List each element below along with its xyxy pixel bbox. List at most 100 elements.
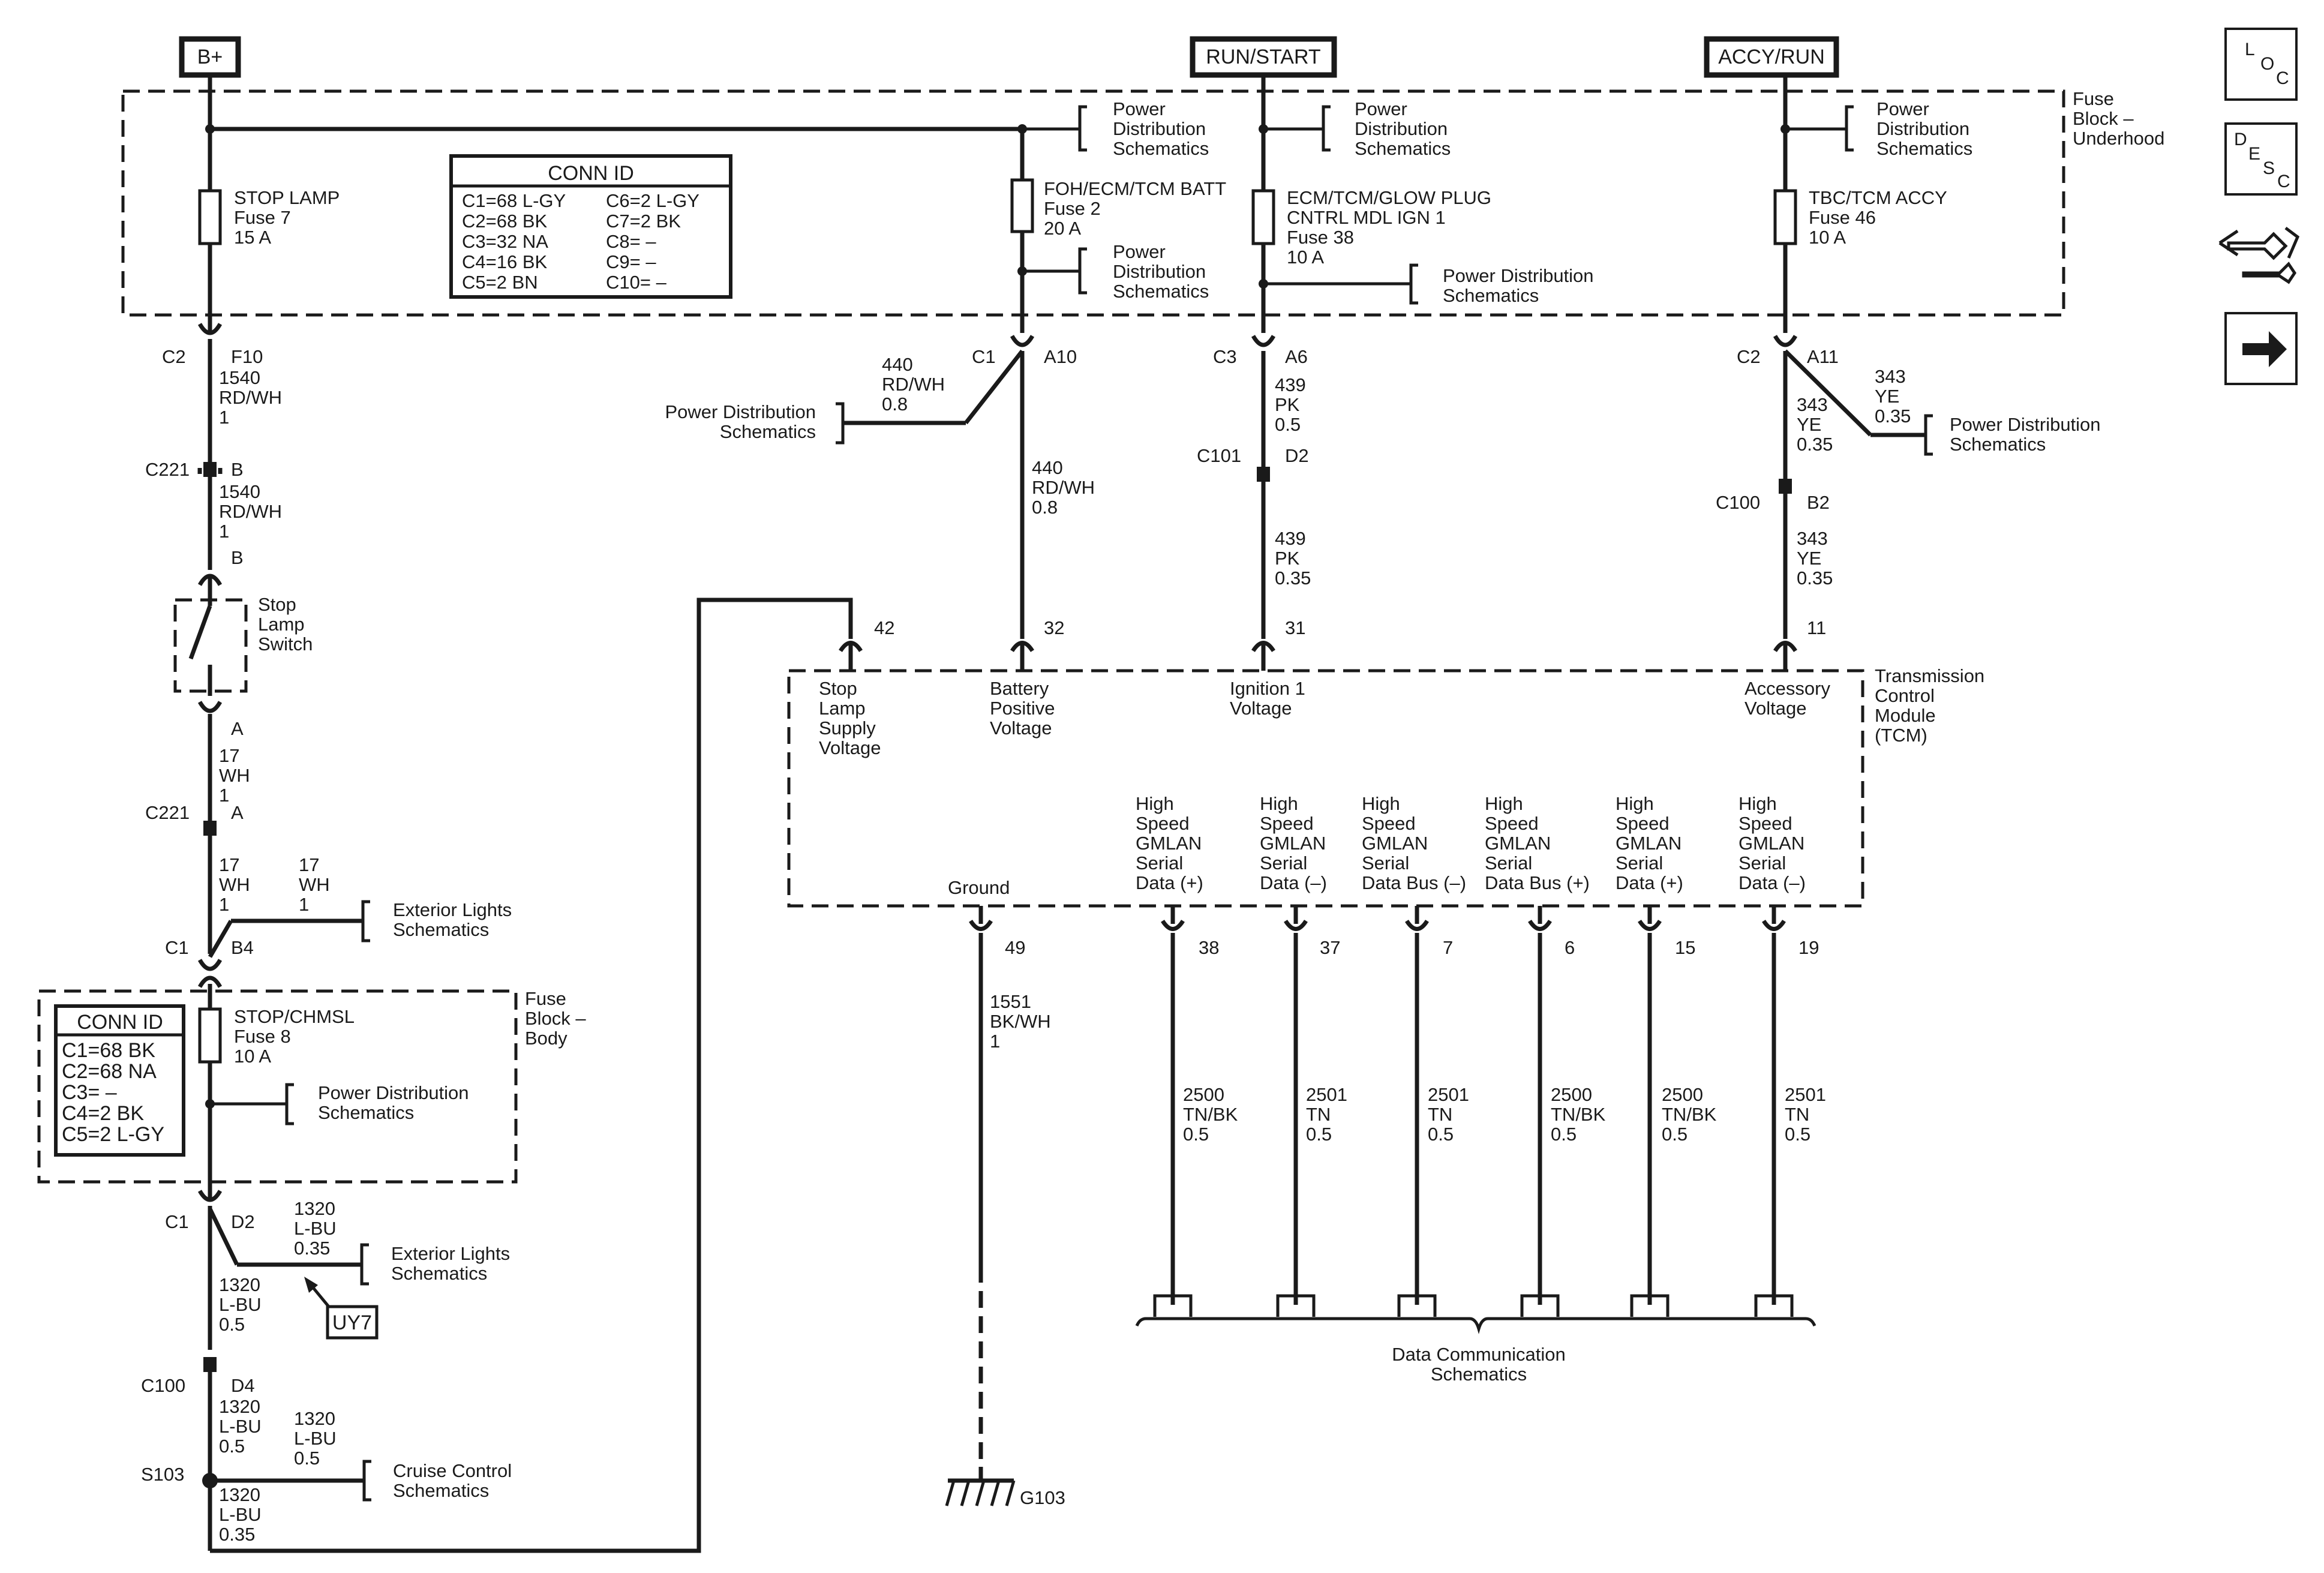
svg-text:0.35: 0.35 xyxy=(1875,406,1911,427)
svg-text:Block –: Block – xyxy=(525,1008,586,1029)
svg-text:0.5: 0.5 xyxy=(1275,414,1301,435)
svg-text:0.5: 0.5 xyxy=(1183,1124,1209,1145)
svg-text:0.5: 0.5 xyxy=(1551,1124,1577,1145)
label-accessory-voltage: Accessory Voltage xyxy=(1744,678,1830,719)
svg-text:TBC/TCM ACCY: TBC/TCM ACCY xyxy=(1809,187,1947,208)
svg-text:Speed: Speed xyxy=(1739,813,1792,834)
source-accy-run: ACCY/RUN xyxy=(1704,36,1839,78)
svg-text:C221: C221 xyxy=(145,459,190,480)
svg-text:ACCY/RUN: ACCY/RUN xyxy=(1718,46,1825,68)
connector-c101-d2 xyxy=(1257,467,1270,482)
svg-text:Exterior Lights: Exterior Lights xyxy=(391,1243,510,1264)
svg-text:GMLAN: GMLAN xyxy=(1362,833,1428,854)
conn-id-table-body: CONN ID C1=68 BK C2=68 NA C3= – C4=2 BK … xyxy=(54,1004,185,1157)
svg-text:B: B xyxy=(231,459,244,480)
svg-text:GMLAN: GMLAN xyxy=(1485,833,1551,854)
svg-text:15 A: 15 A xyxy=(234,227,271,248)
svg-text:D4: D4 xyxy=(231,1375,255,1396)
svg-text:10 A: 10 A xyxy=(234,1046,271,1067)
svg-text:0.5: 0.5 xyxy=(294,1448,320,1469)
svg-text:1320: 1320 xyxy=(219,1484,260,1505)
tcm-pin-11: 11 xyxy=(1773,617,1826,671)
svg-text:D: D xyxy=(2234,130,2247,149)
connector-c2-f10 xyxy=(197,323,223,335)
svg-text:0.5: 0.5 xyxy=(1428,1124,1454,1145)
next-arrow-icon[interactable] xyxy=(2224,312,2298,385)
tcm-pin-32: 32 xyxy=(1010,617,1064,671)
svg-text:7: 7 xyxy=(1443,937,1453,958)
svg-text:17: 17 xyxy=(219,745,239,766)
svg-text:439: 439 xyxy=(1275,528,1306,549)
svg-text:1: 1 xyxy=(990,1031,1000,1052)
svg-text:Battery: Battery xyxy=(990,678,1049,699)
svg-text:343: 343 xyxy=(1875,366,1906,387)
svg-text:2500: 2500 xyxy=(1183,1084,1224,1105)
svg-text:GMLAN: GMLAN xyxy=(1136,833,1202,854)
ground-symbol-g103: G103 xyxy=(945,1467,1065,1508)
svg-text:High: High xyxy=(1739,793,1777,814)
svg-text:Serial: Serial xyxy=(1260,852,1307,873)
svg-text:Switch: Switch xyxy=(258,634,313,655)
svg-text:L-BU: L-BU xyxy=(219,1416,262,1437)
connector-c1-b4 xyxy=(197,959,223,971)
svg-text:UY7: UY7 xyxy=(332,1311,372,1334)
svg-text:C8= –: C8= – xyxy=(606,231,656,252)
svg-text:Fuse 7: Fuse 7 xyxy=(234,207,291,228)
desc-icon[interactable]: D E S C xyxy=(2224,122,2298,196)
data-wire-7: 2501 TN 0.5 xyxy=(1415,933,1469,1305)
tcm-pin-37: 37 xyxy=(1284,906,1340,958)
svg-text:C100: C100 xyxy=(141,1375,185,1396)
svg-text:L-BU: L-BU xyxy=(219,1294,262,1315)
svg-text:2501: 2501 xyxy=(1306,1084,1347,1105)
tcm-pin-38: 38 xyxy=(1161,906,1219,958)
svg-text:Voltage: Voltage xyxy=(1744,698,1806,719)
svg-text:O: O xyxy=(2260,54,2274,74)
svg-text:2501: 2501 xyxy=(1428,1084,1469,1105)
label-data-3: High Speed GMLAN Serial Data Bus (–) xyxy=(1362,793,1466,893)
svg-text:TN/BK: TN/BK xyxy=(1662,1104,1717,1125)
svg-text:Schematics: Schematics xyxy=(1113,138,1209,159)
svg-text:440: 440 xyxy=(882,354,913,375)
fuse-block-underhood-title: Fuse Block – Underhood xyxy=(2073,88,2164,149)
svg-text:Data Bus (–): Data Bus (–) xyxy=(1362,872,1466,893)
svg-text:Distribution: Distribution xyxy=(1113,261,1206,282)
svg-text:Exterior Lights: Exterior Lights xyxy=(393,899,512,920)
data-wire-19: 2501 TN 0.5 xyxy=(1771,933,1826,1305)
svg-text:343: 343 xyxy=(1797,394,1828,415)
svg-text:17: 17 xyxy=(219,854,239,875)
svg-text:Speed: Speed xyxy=(1485,813,1539,834)
svg-text:YE: YE xyxy=(1797,548,1821,569)
svg-text:Voltage: Voltage xyxy=(990,718,1052,739)
tcm-pin-42: 42 xyxy=(839,617,894,671)
connector-tool-icon[interactable] xyxy=(2218,227,2300,284)
svg-text:Speed: Speed xyxy=(1260,813,1314,834)
svg-text:High: High xyxy=(1136,793,1174,814)
svg-text:49: 49 xyxy=(1005,937,1025,958)
svg-text:Data Communication: Data Communication xyxy=(1392,1344,1565,1365)
svg-text:Power: Power xyxy=(1113,98,1166,119)
svg-text:Distribution: Distribution xyxy=(1355,118,1448,139)
fuse-stop-chmsl-label: STOP/CHMSL Fuse 8 10 A xyxy=(234,1006,355,1067)
loc-icon[interactable]: L O C xyxy=(2224,28,2298,101)
svg-text:6: 6 xyxy=(1565,937,1575,958)
ref-power-distribution-5: Power Distribution Schematics xyxy=(1785,98,1972,159)
svg-text:ECM/TCM/GLOW PLUG: ECM/TCM/GLOW PLUG xyxy=(1287,187,1491,208)
svg-text:High: High xyxy=(1616,793,1654,814)
svg-text:343: 343 xyxy=(1797,528,1828,549)
svg-text:0.5: 0.5 xyxy=(1662,1124,1688,1145)
fuse-stop-lamp xyxy=(198,189,222,245)
tcm-pin-31: 31 xyxy=(1251,617,1305,671)
tcm-pin-19: 19 xyxy=(1762,906,1819,958)
svg-text:1: 1 xyxy=(219,521,229,542)
conn-id-table-underhood: CONN ID C1=68 L-GY C2=68 BK C3=32 NA C4=… xyxy=(449,154,732,299)
svg-text:CNTRL MDL IGN 1: CNTRL MDL IGN 1 xyxy=(1287,207,1446,228)
svg-text:Voltage: Voltage xyxy=(1230,698,1292,719)
svg-text:FOH/ECM/TCM BATT: FOH/ECM/TCM BATT xyxy=(1044,178,1226,199)
svg-text:Data (+): Data (+) xyxy=(1136,872,1203,893)
svg-text:S103: S103 xyxy=(141,1464,184,1485)
tcm-pin-7: 7 xyxy=(1405,906,1453,958)
svg-text:11: 11 xyxy=(1807,617,1826,638)
svg-text:Distribution: Distribution xyxy=(1876,118,1969,139)
svg-text:42: 42 xyxy=(874,617,894,638)
svg-text:1320: 1320 xyxy=(219,1396,260,1417)
